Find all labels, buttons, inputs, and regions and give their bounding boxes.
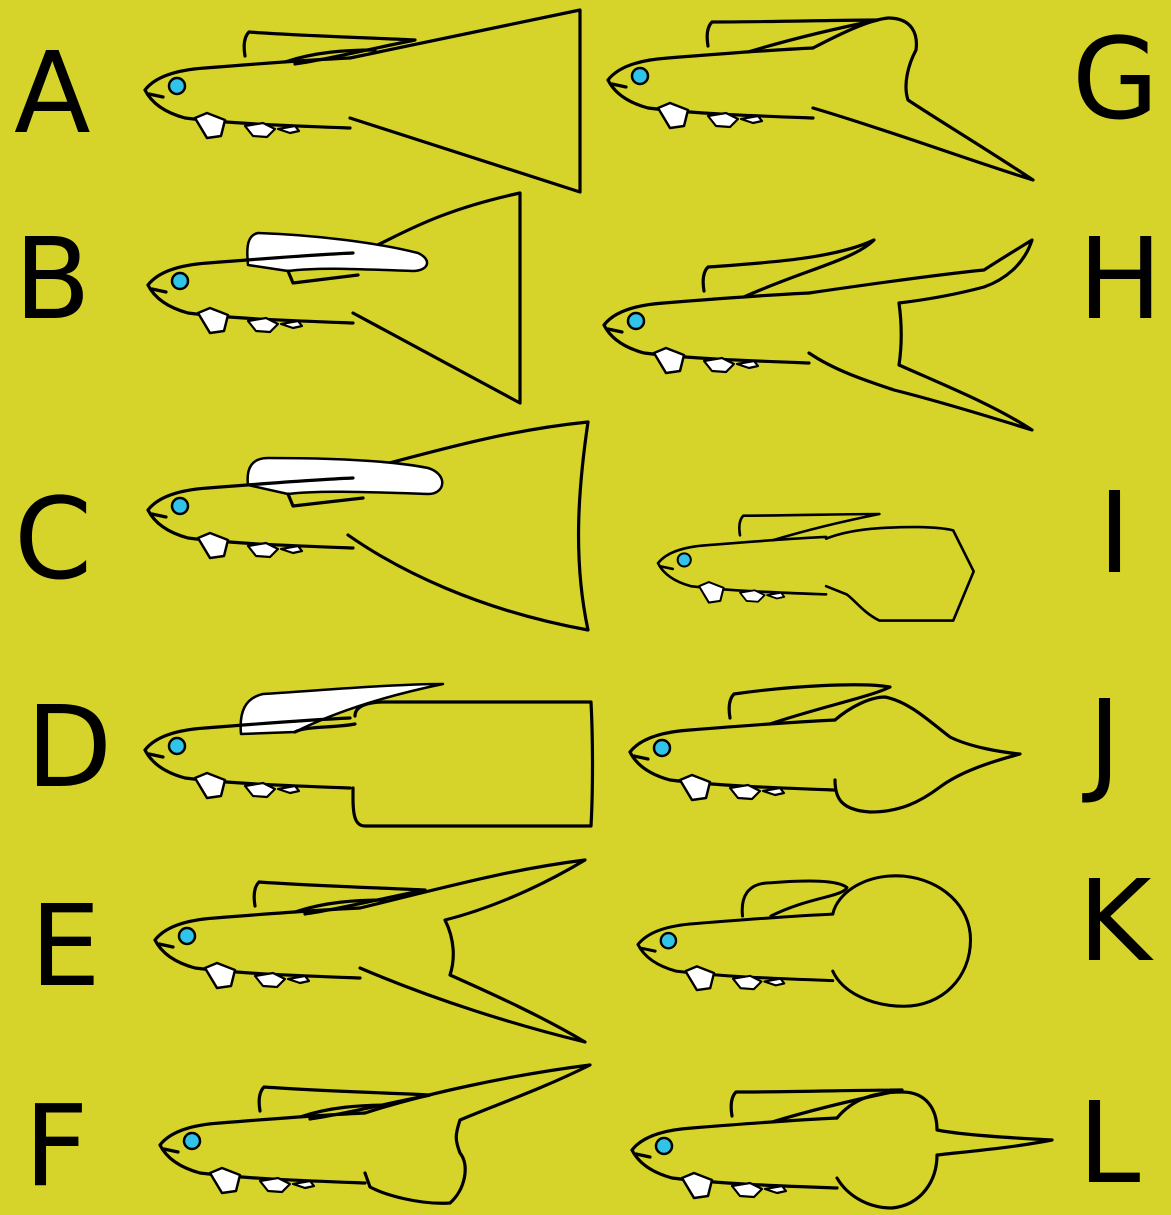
label-j: J [1082,677,1121,807]
label-b: B [14,215,91,345]
label-d: D [26,683,112,813]
label-e: E [30,882,101,1012]
label-i: I [1098,469,1131,599]
label-g: G [1072,15,1159,145]
label-k: K [1078,857,1154,987]
label-f: F [24,1082,88,1212]
label-h: H [1078,215,1162,345]
label-l: L [1078,1079,1140,1209]
label-a: A [14,29,91,159]
label-c: C [14,475,92,605]
